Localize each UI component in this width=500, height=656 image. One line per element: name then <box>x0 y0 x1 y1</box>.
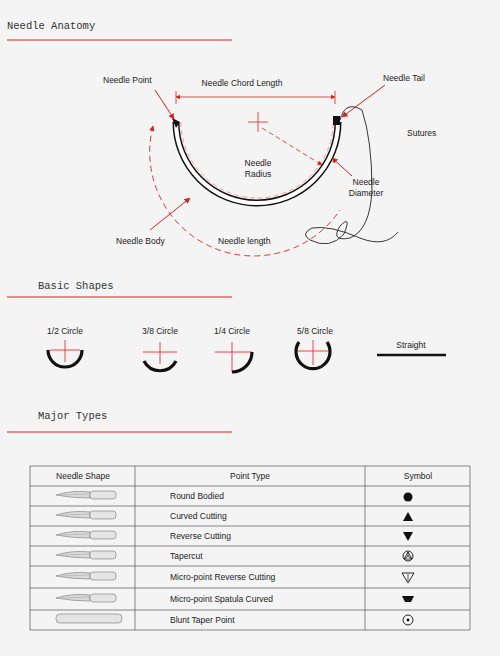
part-label: Needle Body <box>116 236 165 247</box>
section-heading: Major Types <box>38 410 107 423</box>
section-heading: Needle Anatomy <box>7 20 95 33</box>
table-header: Point Type <box>230 471 270 482</box>
shape-label: 1/4 Circle <box>214 326 250 337</box>
dimension-label: Needle Radius <box>238 158 278 179</box>
table-header: Needle Shape <box>56 471 110 482</box>
part-label: Needle Tail <box>383 73 425 84</box>
table-cell: Round Bodied <box>170 491 224 502</box>
dimension-label: Needle length <box>218 236 270 247</box>
table-cell: Tapercut <box>170 551 203 562</box>
table-cell: Reverse Cutting <box>170 531 231 542</box>
table-cell: Micro-point Reverse Cutting <box>170 572 275 583</box>
shape-label: Straight <box>396 340 425 351</box>
table-cell: Curved Cutting <box>170 511 227 522</box>
part-label: Sutures <box>407 128 436 139</box>
dimension-label: Needle Chord Length <box>202 78 283 89</box>
table-cell: Blunt Taper Point <box>170 615 235 626</box>
table-cell: Micro-point Spatula Curved <box>170 594 273 605</box>
shape-label: 3/8 Circle <box>142 326 178 337</box>
shape-label: 1/2 Circle <box>47 326 83 337</box>
section-heading: Basic Shapes <box>38 280 114 293</box>
table-header: Symbol <box>404 471 432 482</box>
shape-label: 5/8 Circle <box>297 326 333 337</box>
part-label: Needle Point <box>103 75 152 86</box>
dimension-label: Needle Diameter <box>341 177 391 198</box>
